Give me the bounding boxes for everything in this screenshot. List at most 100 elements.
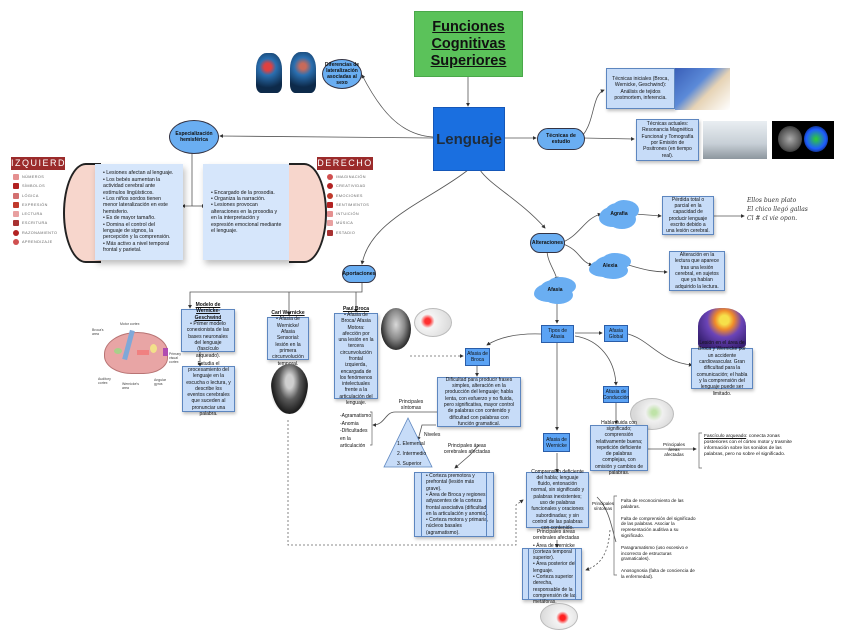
music-note-icon bbox=[327, 220, 333, 227]
postmortem-surgery-image bbox=[675, 68, 730, 110]
function-item: SÍMBOLOS bbox=[13, 182, 73, 191]
pet-scan-image bbox=[772, 121, 834, 159]
node-especializacion-hemisferica[interactable]: Especialización hemisférica bbox=[169, 120, 219, 154]
function-item: ESTADIO bbox=[327, 229, 377, 238]
node-alexia[interactable]: Alexia bbox=[594, 256, 626, 275]
label-auditory-cortex: Auditory cortex bbox=[98, 377, 111, 385]
logic-grid-icon bbox=[13, 192, 19, 199]
function-item: EXPRESIÓN bbox=[13, 201, 73, 210]
carl-wernicke-box: Carl Wernicke • Afasia de Wernicke/ Afas… bbox=[267, 310, 309, 367]
function-item: SENTIMIENTOS bbox=[327, 201, 377, 210]
label-brocas-area: Broca's area bbox=[92, 328, 104, 336]
left-hemisphere-functions: NÚMEROS SÍMBOLOS LÓGICA EXPRESIÓN LECTUR… bbox=[13, 173, 73, 247]
wernicke-areas-label: Principales áreas cerebrales afectadas bbox=[532, 529, 580, 542]
title-line-3: Superiores bbox=[430, 52, 507, 69]
wernicke-brain-image bbox=[540, 603, 578, 630]
left-hemisphere-points: Lesiones afectan al lenguaje. Los bebés … bbox=[103, 170, 175, 253]
handwriting-sample: Ellos buen plato El chico llegó gallas C… bbox=[747, 197, 808, 222]
global-aphasia-head-image bbox=[698, 308, 746, 348]
head-image-female bbox=[256, 53, 282, 93]
visual-cortex-mark bbox=[163, 348, 168, 356]
wernicke-area-mark bbox=[137, 350, 149, 355]
paul-broca-box: Paul Broca • Afasia de Broca/ Afasia Mot… bbox=[334, 306, 378, 406]
function-item: INTUICIÓN bbox=[327, 210, 377, 219]
head-image-male bbox=[290, 52, 316, 93]
node-tecnicas-estudio[interactable]: Técnicas de estudio bbox=[537, 128, 585, 150]
paul-broca-portrait bbox=[381, 308, 411, 350]
afasia-broca-description-box: Dificultad para producir frases simples,… bbox=[437, 377, 521, 427]
numbers-icon bbox=[13, 174, 19, 180]
lips-icon bbox=[13, 201, 19, 208]
label-wernickes-area: Wernicke's area bbox=[122, 382, 139, 390]
lightbulb-icon bbox=[327, 174, 333, 180]
function-item: IMAGINACIÓN bbox=[327, 173, 377, 182]
conduction-brain-image bbox=[630, 398, 674, 430]
function-item: APRENDIZAJE bbox=[13, 238, 73, 247]
left-brain-hemisphere-image bbox=[63, 163, 101, 263]
node-aportaciones[interactable]: Aportaciones bbox=[342, 265, 376, 283]
main-title-box: Funciones Cognitivas Superiores bbox=[414, 11, 523, 77]
pen-icon bbox=[13, 220, 19, 227]
carl-wernicke-portrait bbox=[271, 364, 308, 414]
label-angular-gyrus: Angular gyrus bbox=[154, 378, 167, 386]
function-item: CREATIVIDAD bbox=[327, 182, 377, 191]
mri-scanner-image bbox=[703, 121, 767, 159]
broca-areas-box: Corteza premotora y prefrontal (lesión m… bbox=[414, 472, 494, 537]
node-afasia-wernicke[interactable]: Afasia de Wernicke bbox=[543, 433, 570, 452]
intuition-icon bbox=[327, 211, 333, 218]
node-afasia[interactable]: Afasia bbox=[539, 280, 571, 300]
wernicke-sintomas-label: Principales síntomas bbox=[591, 501, 614, 511]
right-hemisphere-functions: IMAGINACIÓN CREATIVIDAD EMOCIONES SENTIM… bbox=[327, 173, 377, 238]
broca-areas-label: Principales áreas cerebrales afectadas bbox=[443, 443, 491, 456]
title-line-1: Funciones bbox=[432, 18, 505, 35]
wernicke-sintomas-list: Falta de reconocimiento de las palabras.… bbox=[621, 498, 696, 579]
function-item: EMOCIONES bbox=[327, 192, 377, 201]
alexia-description-box: Alteración en la lectura que aparece tra… bbox=[669, 251, 725, 291]
function-item: MÚSICA bbox=[327, 219, 377, 228]
checkmark-icon bbox=[13, 183, 19, 190]
brain-scan-color bbox=[804, 126, 828, 152]
left-hemisphere-banner: IZQUIERDO bbox=[11, 157, 75, 170]
wernicke-geschwind-box: Modelo de Wernicke-Geschwind • Primer mo… bbox=[181, 302, 235, 359]
lightbulb-icon bbox=[13, 239, 19, 246]
node-tipos-afasia[interactable]: Tipos de Afasia bbox=[541, 325, 574, 343]
broca-area-brain-image bbox=[414, 308, 452, 337]
afasia-conduccion-description-box: Habla fluida con significado; comprensió… bbox=[590, 420, 648, 476]
broca-niveles-label: Niveles bbox=[424, 432, 441, 438]
book-icon bbox=[13, 211, 19, 218]
function-item: LÓGICA bbox=[13, 192, 73, 201]
broca-niveles-list: 1. Elemental 2. Intermedio 3. Superior bbox=[397, 441, 427, 467]
left-hemisphere-panel: Lesiones afectan al lenguaje. Los bebés … bbox=[95, 164, 183, 260]
right-brain-hemisphere-image bbox=[289, 163, 327, 263]
function-item: NÚMEROS bbox=[13, 173, 73, 182]
node-agrafia[interactable]: Agrafia bbox=[604, 203, 634, 225]
function-item: LECTURA bbox=[13, 210, 73, 219]
broca-sintomas-label: Principales síntomas bbox=[398, 399, 424, 412]
angular-gyrus-mark bbox=[150, 344, 157, 353]
head-gear-icon bbox=[13, 229, 19, 236]
node-alteraciones[interactable]: Alteraciones bbox=[530, 233, 565, 253]
central-node-lenguaje[interactable]: Lenguaje bbox=[433, 107, 505, 171]
label-motor-cortex: Motor cortex bbox=[120, 322, 140, 326]
broca-area-mark bbox=[114, 348, 122, 354]
afasia-global-description-box: Lesión en el área de Broca y Wernicke po… bbox=[691, 340, 753, 397]
node-diferencias-sexo[interactable]: Diferencias de lateralización asociadas … bbox=[322, 59, 362, 89]
fasciculo-arqueado-text: Fascículo arqueado: conecta zonas poster… bbox=[704, 434, 792, 457]
node-afasia-conduccion[interactable]: Afasia de Conducción bbox=[603, 386, 629, 403]
function-item: ESCRITURA bbox=[13, 219, 73, 228]
broca-sintomas-list: -Agramatismo -Anomia -Dificultades en la… bbox=[340, 413, 372, 449]
heart-icon bbox=[327, 201, 333, 208]
function-item: RAZONAMIENTO bbox=[13, 229, 73, 238]
wernicke-geschwind-detail-box: Estudia el procesamiento del lenguaje en… bbox=[182, 361, 235, 417]
palette-icon bbox=[327, 183, 333, 190]
node-afasia-broca[interactable]: Afasia de Broca bbox=[465, 348, 490, 366]
emotion-face-icon bbox=[327, 192, 333, 199]
brain-lateral-view bbox=[104, 332, 168, 374]
language-areas-brain-diagram: Broca's area Motor cortex Primary visual… bbox=[92, 322, 182, 392]
node-afasia-global[interactable]: Afasia Global bbox=[604, 325, 628, 342]
agrafia-description-box: Pérdida total o parcial en la capacidad … bbox=[662, 196, 714, 235]
right-hemisphere-banner: DERECHO bbox=[317, 157, 373, 170]
afasia-wernicke-description-box: Comprensión deficiente del habla; lengua… bbox=[526, 469, 589, 531]
right-hemisphere-points: Encargado de la prosodia. Organiza la na… bbox=[211, 190, 283, 235]
title-line-2: Cognitivas bbox=[431, 35, 506, 52]
